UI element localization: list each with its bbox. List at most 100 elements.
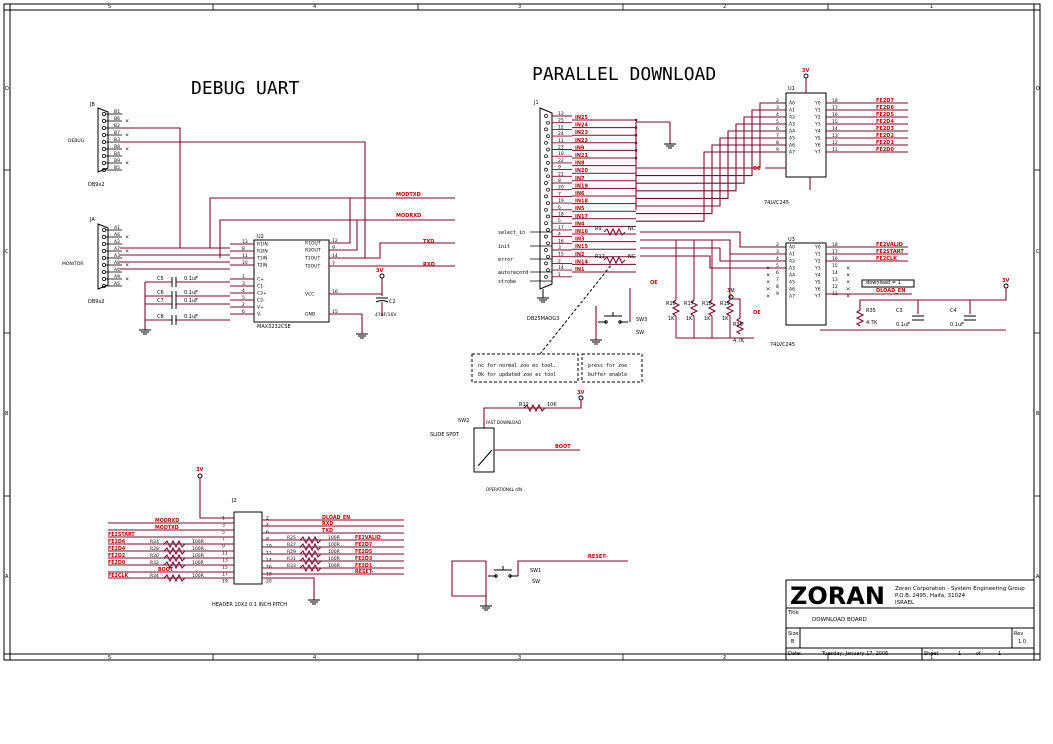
j1-pin-num: 4 <box>558 232 561 238</box>
j2-right-resistor <box>299 542 322 552</box>
u3-pin-num: 7 <box>776 277 779 283</box>
u3-pin-num: 14 <box>832 270 838 276</box>
j1-pin-dot <box>546 201 550 205</box>
j2-right-net: FE2D1 <box>355 563 372 569</box>
j2-3v: 3V <box>196 467 203 473</box>
j1-net-label: IN18 <box>575 199 589 205</box>
j2-right-res-val: 100R <box>328 549 340 555</box>
cap-ref: C5 <box>157 276 164 282</box>
ja-pin-dot <box>102 248 107 253</box>
u1-pin-num: 2 <box>776 98 779 104</box>
j1-pin-dot <box>544 221 548 226</box>
u3-nc-mark: × <box>846 294 850 300</box>
u3-pin-num: 8 <box>776 284 779 290</box>
j1-pin-num: 21 <box>558 171 564 177</box>
u1-pin-num: 4 <box>776 112 779 118</box>
u3-pin-num: 18 <box>832 242 838 248</box>
u3-pin-name: A5 <box>789 280 795 286</box>
jb-pin-label: B8 <box>114 144 120 150</box>
u1-pin-num: 15 <box>832 119 838 125</box>
u1-pin-num: 9 <box>776 147 779 153</box>
company-country: ISRAEL <box>895 600 915 606</box>
u2-pin-name: C+ <box>257 277 264 283</box>
u1-pin-num: 11 <box>832 147 838 153</box>
u1-pin-name: A6 <box>789 143 795 149</box>
border-col-3: 3 <box>518 4 521 10</box>
border-row-b: B <box>5 411 9 417</box>
j1-net-label: IN24 <box>575 123 589 129</box>
j2-right-net: FE2D5 <box>355 549 372 555</box>
r11-value: NC <box>628 254 636 260</box>
j2-right-net: FE2D7 <box>355 542 372 548</box>
j2-left-res-val: 100R <box>192 539 204 545</box>
j2-right-res-ref: R29 <box>287 549 296 555</box>
title-label: Title <box>787 610 799 616</box>
u2-pin-num: 6 <box>242 309 245 315</box>
u2-pin-name: T2IN <box>256 263 267 269</box>
u2-pin-name: V- <box>257 312 262 318</box>
border-col-3-bottom: 3 <box>518 655 521 661</box>
c-3v: 3V <box>1002 278 1009 284</box>
switch-sw3[interactable]: SW3 SW <box>590 288 647 345</box>
cap-value: 0.1uF <box>184 290 198 296</box>
u3-pin-num: 13 <box>832 277 838 283</box>
u2-pin-num: 3 <box>242 281 245 287</box>
j1-pin-num: 8 <box>558 178 561 184</box>
cap-ref: C8 <box>157 314 164 320</box>
ja-pin-dot <box>102 255 107 260</box>
rev-label: Rev <box>1014 631 1023 637</box>
jb-pin-dot <box>102 126 107 131</box>
j2-pin-num: 13 <box>222 558 228 564</box>
j1-net-label: IN7 <box>575 176 585 182</box>
u3-pin-name: Y7 <box>814 294 821 300</box>
j1-pin-dot <box>546 134 550 138</box>
jb-pin-label: B5 <box>114 165 120 171</box>
u1-pin-num: 3 <box>776 105 779 111</box>
j1-pin-dot <box>546 241 550 246</box>
jb-pin-label: B2 <box>114 123 120 129</box>
switch-sw1[interactable]: RESET- SW1 SW <box>451 554 628 611</box>
sw1-type: SW <box>532 579 540 585</box>
j2-left-resistor <box>163 546 186 556</box>
u3-pin-num: 15 <box>832 263 838 269</box>
u3-nc-mark: × <box>766 294 770 300</box>
j1-signal-label: strobe <box>498 279 516 285</box>
u2-pin-name: R1OUT <box>305 241 321 247</box>
bus-wire-u3 <box>640 231 786 248</box>
pull-value: 1K <box>704 316 711 322</box>
j1-type: DB25MAOG3 <box>527 316 559 322</box>
jb-nc-mark: × <box>125 147 129 153</box>
u3-pin-name: A7 <box>789 294 795 300</box>
u1-pin-name: Y2 <box>814 115 821 121</box>
cap-value: 0.1uF <box>184 276 198 282</box>
border-col-2-bottom: 2 <box>723 655 726 661</box>
j2-left-res-val: 100R <box>192 553 204 559</box>
u2-pin-num: 7 <box>332 261 335 267</box>
junction-dot <box>634 118 638 122</box>
j1-pin-dot <box>544 261 548 266</box>
c2-value: 47uF/16V <box>375 312 397 318</box>
u3-out-net: FE2VALID <box>876 242 903 248</box>
u3-pin-name: Y6 <box>814 287 821 293</box>
jb-pin-dot <box>102 146 107 151</box>
j1-pin-num: 16 <box>558 238 564 244</box>
sw2-3v: 3V <box>577 390 584 396</box>
u1-pin-num: 17 <box>832 105 838 111</box>
j1-net-label: IN15 <box>575 244 589 250</box>
j1-pin-num: 3 <box>558 245 561 251</box>
j1-net-label: IN2 <box>575 252 585 258</box>
bus-wire-u3 <box>640 255 786 269</box>
ja-label: MONITOR <box>62 261 84 267</box>
ja-pin-dot <box>102 269 107 274</box>
c4-ref: C4 <box>950 308 957 314</box>
u3-pin-num: 16 <box>832 256 838 262</box>
bus-wire <box>636 102 786 169</box>
net-boot: BOOT <box>555 444 571 450</box>
border-row-c-right: C <box>1036 249 1040 255</box>
switch-sw2[interactable]: 3V R12 10K BOOT SW2 SLIDE SPDT FAST DOWN… <box>430 390 584 492</box>
j1-pin-num: 6 <box>558 205 561 211</box>
j1-pin-num: 10 <box>558 151 564 157</box>
u1-pin-name: Y5 <box>814 136 821 142</box>
u1-pin-num: 8 <box>776 140 779 146</box>
